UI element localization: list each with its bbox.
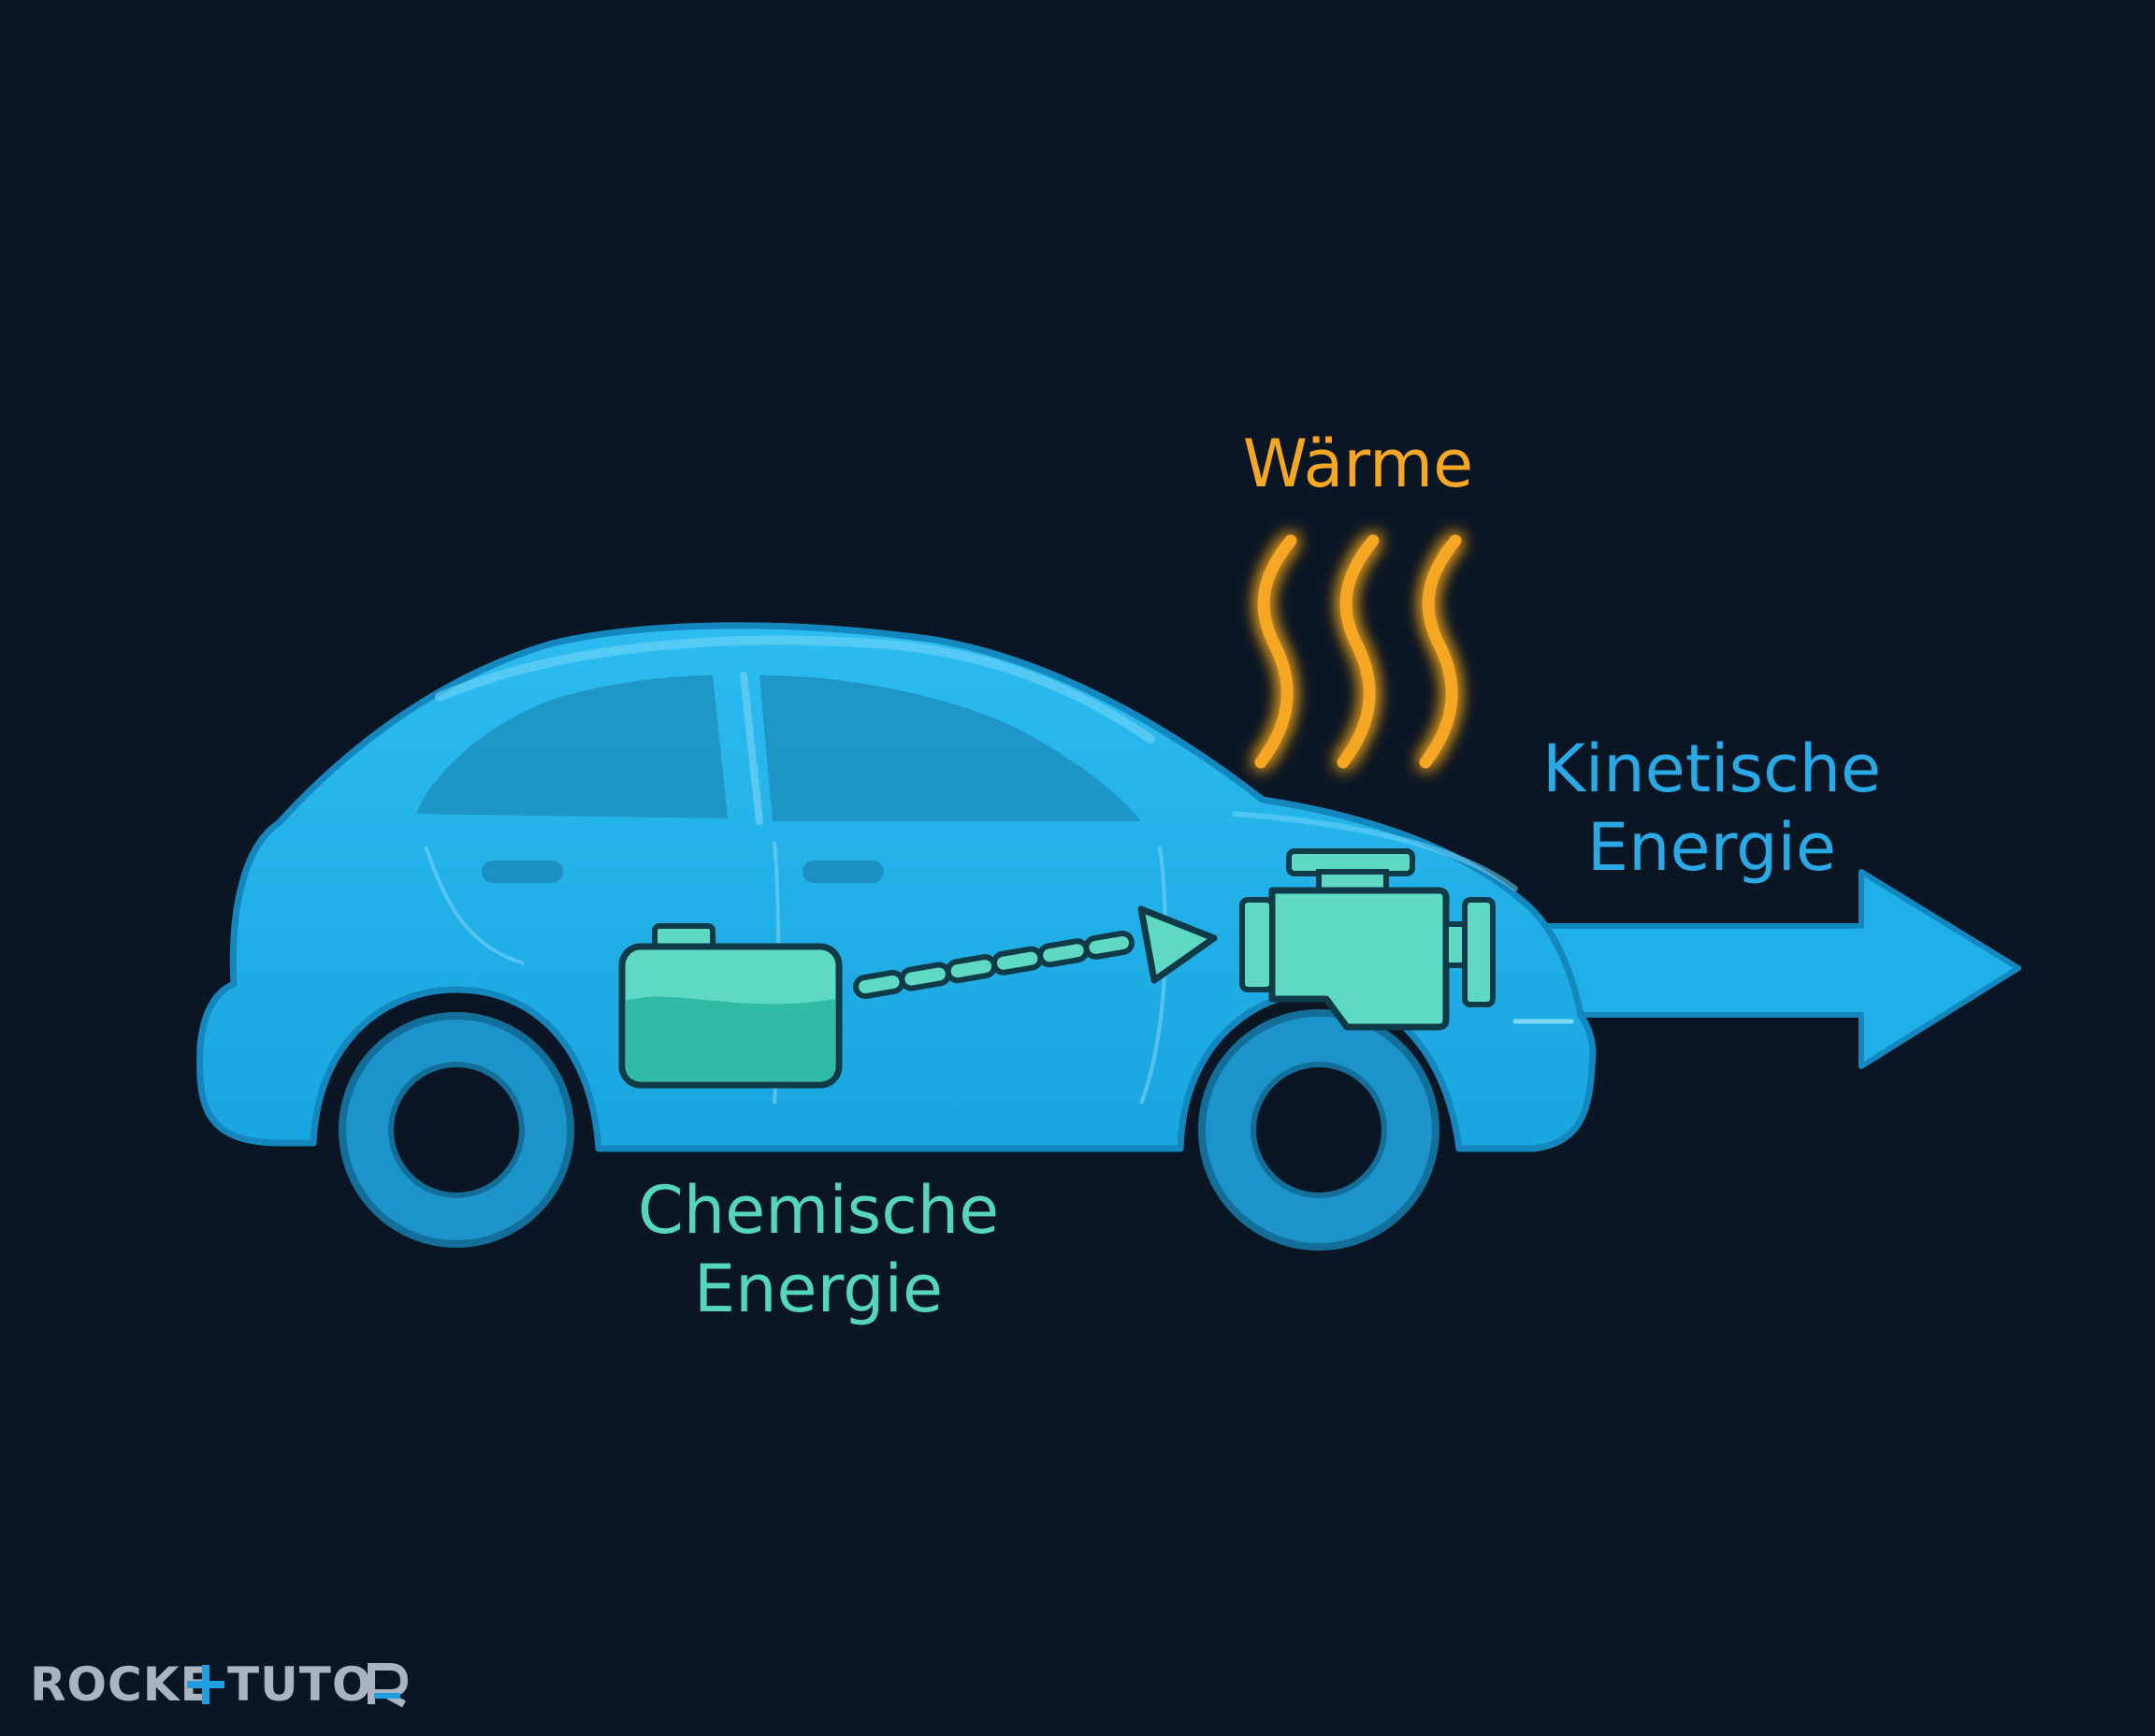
car-illustration xyxy=(196,622,1597,1251)
kinetic-energy-label-line2: Energie xyxy=(1587,809,1836,886)
motion-arrow-icon xyxy=(1540,869,2021,1069)
engine-icon xyxy=(1239,848,1496,1031)
svg-text:TUTO: TUTO xyxy=(227,1657,372,1712)
rear-window xyxy=(416,675,728,818)
chemical-energy-label-line2: Energie xyxy=(694,1251,943,1327)
fuel-tank-icon xyxy=(618,923,843,1089)
front-window xyxy=(759,675,1141,821)
rockettutor-logo: ROCKE TUTO xyxy=(30,1657,409,1712)
svg-text:ROCKE: ROCKE xyxy=(30,1657,213,1712)
kinetic-energy-label-line1: Kinetische xyxy=(1542,731,1881,807)
energy-flow-arrow xyxy=(853,905,1218,999)
front-door-handle xyxy=(803,861,884,883)
heat-label: Wärme xyxy=(1243,426,1473,502)
chemical-energy-label-line1: Chemische xyxy=(638,1172,999,1249)
roof-highlight xyxy=(435,635,1155,744)
front-wheel xyxy=(1198,1009,1439,1251)
rear-door-handle xyxy=(482,861,563,883)
rear-wheel xyxy=(339,1012,574,1248)
heat-waves-icon xyxy=(1254,534,1462,769)
